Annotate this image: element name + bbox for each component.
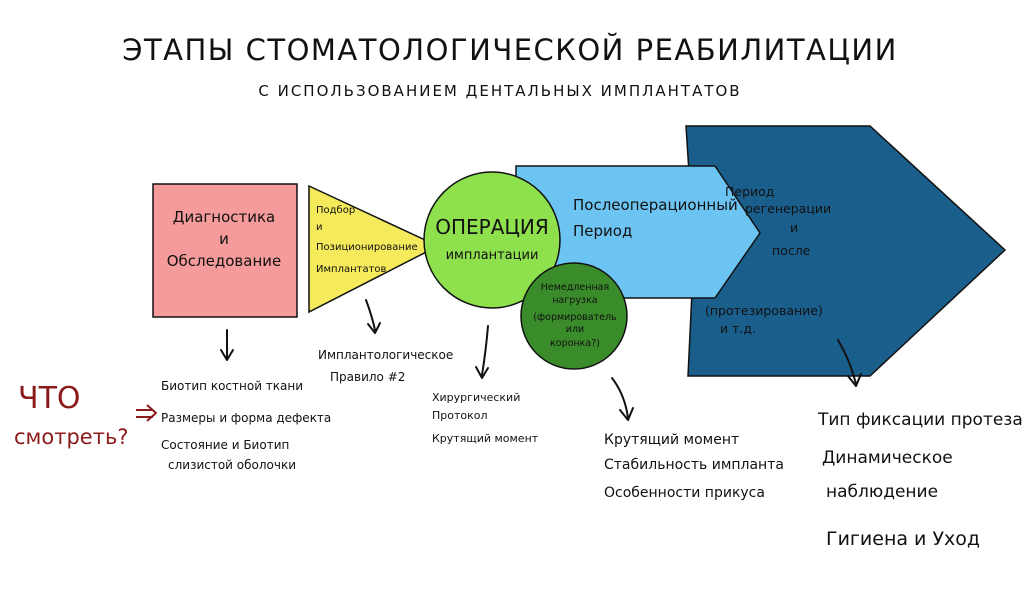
svg-text:Состояние и Биотип: Состояние и Биотип bbox=[161, 438, 289, 452]
svg-text:нагрузка: нагрузка bbox=[552, 295, 597, 306]
svg-text:Обследование: Обследование bbox=[167, 252, 282, 270]
stage-postop-label: Послеоперационный Период bbox=[573, 196, 738, 240]
svg-text:Особенности прикуса: Особенности прикуса bbox=[604, 485, 765, 501]
stage-selection-triangle bbox=[308, 184, 440, 314]
svg-text:Период: Период bbox=[573, 222, 632, 240]
notes-operation: Хирургический Протокол Крутящий момент bbox=[432, 391, 539, 445]
svg-text:Подбор: Подбор bbox=[316, 205, 355, 216]
svg-text:слизистой оболочки: слизистой оболочки bbox=[168, 458, 296, 472]
svg-text:имплантации: имплантации bbox=[446, 248, 539, 263]
svg-text:смотреть?: смотреть? bbox=[14, 425, 128, 449]
svg-text:ЧТО: ЧТО bbox=[18, 381, 81, 416]
svg-text:Крутящий момент: Крутящий момент bbox=[432, 432, 539, 445]
svg-text:Послеоперационный: Послеоперационный bbox=[573, 196, 738, 214]
arrow-regeneration-down bbox=[837, 339, 862, 387]
svg-text:коронка?): коронка?) bbox=[550, 338, 600, 349]
question-arrow bbox=[136, 404, 157, 422]
svg-text:Протокол: Протокол bbox=[432, 409, 488, 422]
notes-regeneration: Тип фиксации протеза Динамическое наблюд… bbox=[817, 410, 1023, 550]
svg-text:Крутящий момент: Крутящий момент bbox=[604, 432, 739, 448]
svg-text:Гигиена и Уход: Гигиена и Уход bbox=[826, 528, 980, 550]
svg-text:наблюдение: наблюдение bbox=[826, 482, 938, 502]
stage-loading-circle bbox=[520, 262, 628, 370]
notes-diagnostics: Биотип костной ткани Размеры и форма деф… bbox=[161, 379, 331, 472]
svg-text:Хирургический: Хирургический bbox=[432, 391, 520, 404]
stage-diagnostics-label: Диагностика и Обследование bbox=[167, 208, 282, 270]
arrow-selection-down bbox=[365, 299, 381, 334]
svg-text:Имплантатов: Имплантатов bbox=[316, 264, 387, 275]
svg-text:и: и bbox=[790, 220, 798, 235]
svg-text:Динамическое: Динамическое bbox=[822, 448, 953, 468]
question-what-to-look: ЧТО смотреть? bbox=[14, 381, 128, 449]
svg-text:и т.д.: и т.д. bbox=[720, 321, 756, 336]
stage-regeneration-label: Период регенерации и после (протезирован… bbox=[705, 184, 831, 336]
arrow-operation-down bbox=[475, 325, 489, 379]
svg-text:Период: Период bbox=[725, 184, 774, 199]
diagram-subtitle: С ИСПОЛЬЗОВАНИЕМ ДЕНТАЛЬНЫХ ИМПЛАНТАТОВ bbox=[258, 82, 741, 100]
arrow-diagnostics-down bbox=[220, 329, 234, 361]
svg-text:регенерации: регенерации bbox=[745, 201, 831, 216]
svg-text:Правило #2: Правило #2 bbox=[330, 370, 405, 384]
svg-text:Биотип костной ткани: Биотип костной ткани bbox=[161, 379, 303, 393]
stage-diagnostics-box bbox=[152, 183, 298, 318]
svg-text:Позиционирование: Позиционирование bbox=[316, 242, 418, 253]
stage-operation-label: ОПЕРАЦИЯ имплантации bbox=[435, 215, 549, 263]
svg-text:и: и bbox=[316, 222, 323, 233]
stage-operation-circle bbox=[423, 171, 561, 309]
stage-loading-label: Немедленная нагрузка (формирователь или … bbox=[533, 282, 617, 349]
svg-text:Тип фиксации протеза: Тип фиксации протеза bbox=[817, 410, 1023, 430]
svg-text:после: после bbox=[772, 243, 811, 258]
svg-text:Размеры и форма дефекта: Размеры и форма дефекта bbox=[161, 411, 331, 425]
svg-text:(формирователь: (формирователь bbox=[533, 312, 617, 323]
svg-text:(протезирование): (протезирование) bbox=[705, 303, 823, 318]
svg-text:или: или bbox=[566, 324, 584, 335]
svg-text:и: и bbox=[219, 230, 229, 248]
svg-text:Стабильность импланта: Стабильность импланта bbox=[604, 457, 784, 473]
stage-selection-label: Подбор и Позиционирование Имплантатов bbox=[316, 205, 418, 275]
notes-selection: Имплантологическое Правило #2 bbox=[318, 348, 453, 384]
svg-text:Имплантологическое: Имплантологическое bbox=[318, 348, 453, 362]
svg-text:Немедленная: Немедленная bbox=[541, 282, 609, 293]
diagram-title: ЭТАПЫ СТОМАТОЛОГИЧЕСКОЙ РЕАБИЛИТАЦИИ bbox=[122, 33, 898, 67]
svg-text:Диагностика: Диагностика bbox=[173, 208, 276, 226]
svg-text:ОПЕРАЦИЯ: ОПЕРАЦИЯ bbox=[435, 215, 549, 239]
arrow-loading-down bbox=[611, 377, 634, 421]
notes-loading: Крутящий момент Стабильность импланта Ос… bbox=[604, 432, 784, 501]
